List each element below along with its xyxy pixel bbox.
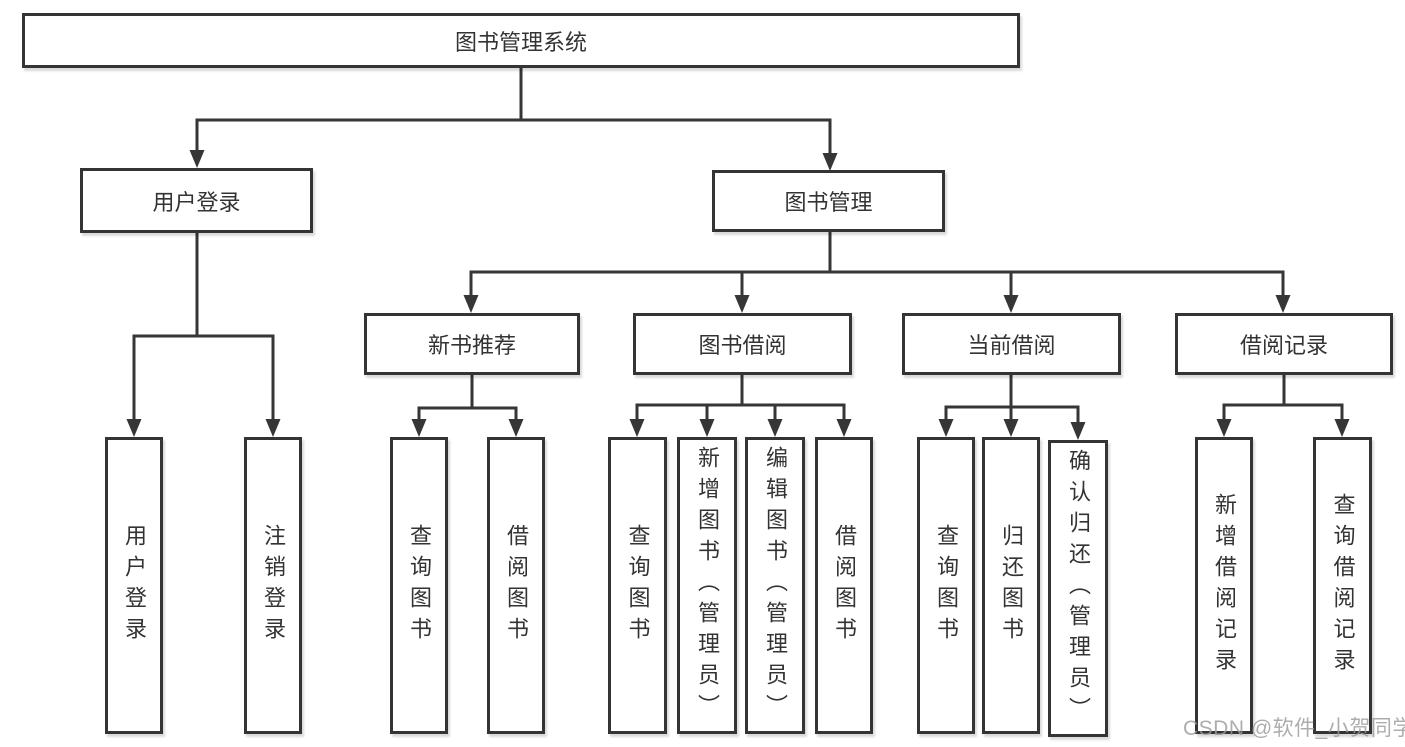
leaf-query-borrow-record: 查询借阅记录: [1313, 437, 1372, 734]
leaf-query-books-current-label: 查询图书: [934, 523, 959, 648]
leaf-confirm-return-admin-label: 确认归还（管理员）: [1066, 449, 1091, 728]
leaf-logout-label: 注销登录: [261, 523, 286, 648]
leaf-query-books-current: 查询图书: [917, 437, 975, 734]
node-user-login: 用户登录: [80, 168, 313, 233]
node-book-management: 图书管理: [712, 170, 945, 232]
leaf-add-book-admin: 新增图书（管理员）: [677, 437, 737, 734]
leaf-add-borrow-record-label: 新增借阅记录: [1212, 492, 1237, 679]
leaf-edit-book-admin-label: 编辑图书（管理员）: [763, 446, 788, 725]
leaf-return-books-label: 归还图书: [999, 523, 1024, 648]
leaf-user-login: 用户登录: [105, 437, 163, 734]
connector-lines: [132, 68, 1344, 424]
leaf-edit-book-admin: 编辑图书（管理员）: [745, 437, 805, 734]
leaf-user-login-label: 用户登录: [122, 523, 147, 648]
leaf-borrow-books-recommend-label: 借阅图书: [504, 523, 529, 648]
node-borrow-records: 借阅记录: [1175, 313, 1393, 375]
leaf-query-books-recommend: 查询图书: [390, 437, 448, 734]
leaf-borrow-books-recommend: 借阅图书: [487, 437, 545, 734]
arrowhead-icons: [126, 150, 1350, 440]
leaf-borrow-books-borrowing-label: 借阅图书: [832, 523, 857, 648]
node-new-book-recommend: 新书推荐: [364, 313, 580, 375]
watermark: CSDN @软件_小贺同学: [1183, 717, 1405, 740]
leaf-add-book-admin-label: 新增图书（管理员）: [695, 446, 720, 725]
node-book-borrowing: 图书借阅: [633, 313, 852, 375]
leaf-confirm-return-admin: 确认归还（管理员）: [1048, 440, 1108, 737]
leaf-return-books: 归还图书: [982, 437, 1040, 734]
leaf-query-books-recommend-label: 查询图书: [407, 523, 432, 648]
leaf-borrow-books-borrowing: 借阅图书: [815, 437, 873, 734]
leaf-query-books-borrowing-label: 查询图书: [625, 523, 651, 648]
node-current-borrowing: 当前借阅: [902, 313, 1121, 375]
leaf-add-borrow-record: 新增借阅记录: [1195, 437, 1253, 734]
leaf-query-borrow-record-label: 查询借阅记录: [1330, 492, 1356, 679]
leaf-logout: 注销登录: [244, 437, 302, 734]
leaf-query-books-borrowing: 查询图书: [608, 437, 667, 734]
node-library-system: 图书管理系统: [22, 13, 1020, 68]
